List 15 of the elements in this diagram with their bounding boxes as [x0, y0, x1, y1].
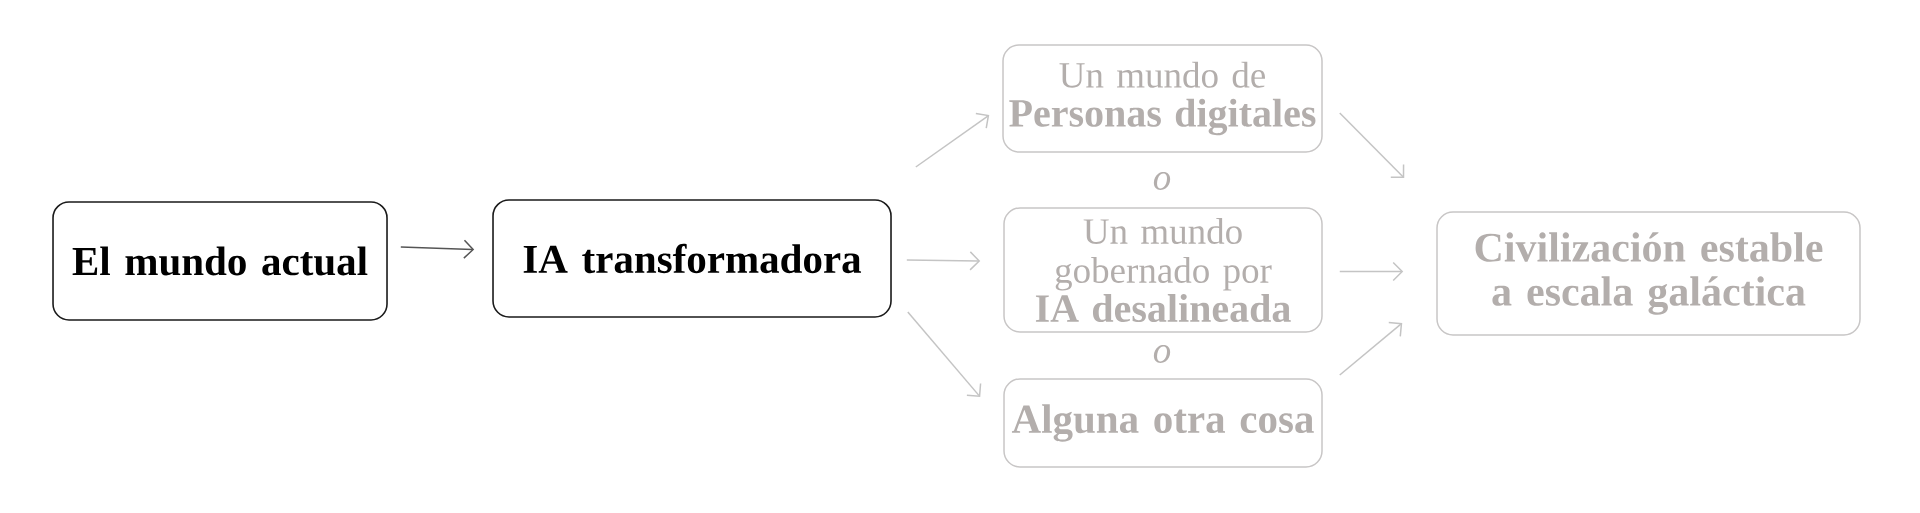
rounded-box: Civilización estable a escala galáctica — [1436, 211, 1861, 336]
rounded-box: Un mundo de Personas digitales — [1002, 44, 1323, 153]
arrow — [400, 239, 475, 259]
arrow — [915, 112, 990, 168]
rounded-box: Alguna otra cosa — [1003, 378, 1323, 468]
arrow — [1339, 261, 1404, 282]
label: o — [1153, 172, 1171, 190]
rounded-box: Un mundo gobernado por IA desalineada — [1003, 207, 1323, 333]
arrow — [906, 251, 981, 271]
arrow — [907, 311, 982, 397]
rounded-box: El mundo actual — [52, 201, 388, 321]
rounded-box: IA transformadora — [492, 199, 892, 318]
arrow — [1339, 112, 1405, 178]
arrow — [1339, 321, 1403, 376]
label: o — [1153, 345, 1171, 363]
